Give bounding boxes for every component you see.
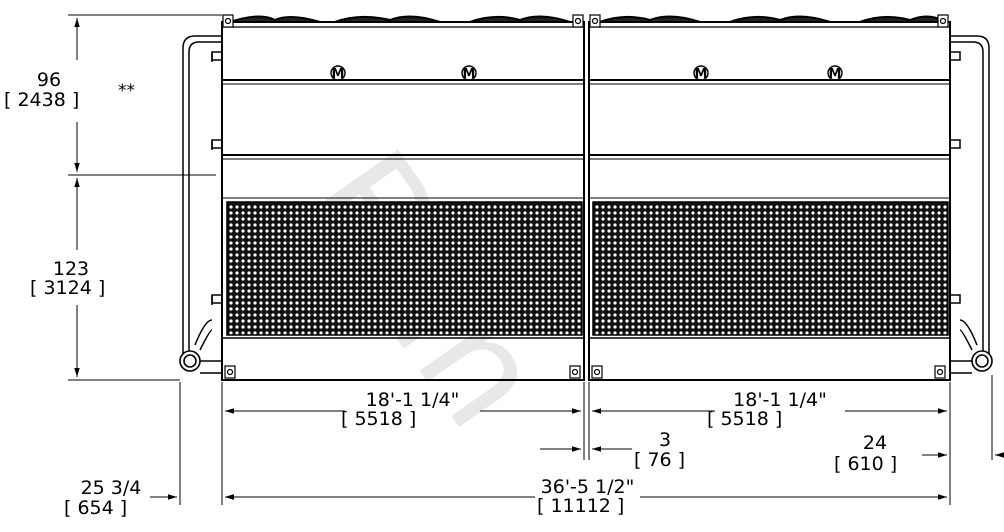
M-in-circle-icon: M [330,65,346,82]
module-right-bolts [589,14,949,379]
right-clearance-metric: [ 610 ] [834,453,898,475]
module-gap-metric: [ 76 ] [634,449,686,471]
svg-text:M: M [463,67,476,82]
right-handrail [949,35,990,360]
left-handrail [182,35,223,360]
module-right-width-imperial: 18'-1 1/4" [733,389,827,411]
module-left [221,15,585,381]
M-in-circle-icon: M [693,65,709,82]
module-gap-imperial: 3 [658,429,672,451]
M-in-circle-icon: M [827,65,843,82]
height-lower-metric: [ 3124 ] [30,277,106,299]
horizontal-dimension-lines [150,375,1004,505]
module-right-motor-icons: M M [693,65,843,82]
right-clearance-imperial: 24 [862,432,888,454]
left-clearance-metric: [ 654 ] [64,497,128,519]
module-left-bolts [222,14,584,379]
module-right [588,15,951,381]
module-left-width-metric: [ 5518 ] [341,408,417,430]
overall-length-imperial: 36'-5 1/2" [540,476,635,498]
height-lower-imperial: 123 [52,258,90,280]
right-handrail-wheel [950,350,993,374]
module-left-width-imperial: 18'-1 1/4" [365,389,460,411]
height-upper-imperial: 96 [36,69,62,91]
svg-text:M: M [695,67,708,82]
svg-text:M: M [829,67,842,82]
left-handrail-wheel [179,350,222,374]
vertical-dimension-lines [68,14,222,381]
module-left-motor-icons: M M [330,65,477,82]
left-clearance-imperial: 25 3/4 [80,477,142,499]
svg-text:M: M [332,67,345,82]
M-in-circle-icon: M [461,65,477,82]
module-right-width-metric: [ 5518 ] [707,408,783,430]
overall-length-metric: [ 11112 ] [537,495,625,517]
height-upper-note: ** [118,81,135,101]
height-upper-metric: [ 2438 ] [4,89,80,111]
